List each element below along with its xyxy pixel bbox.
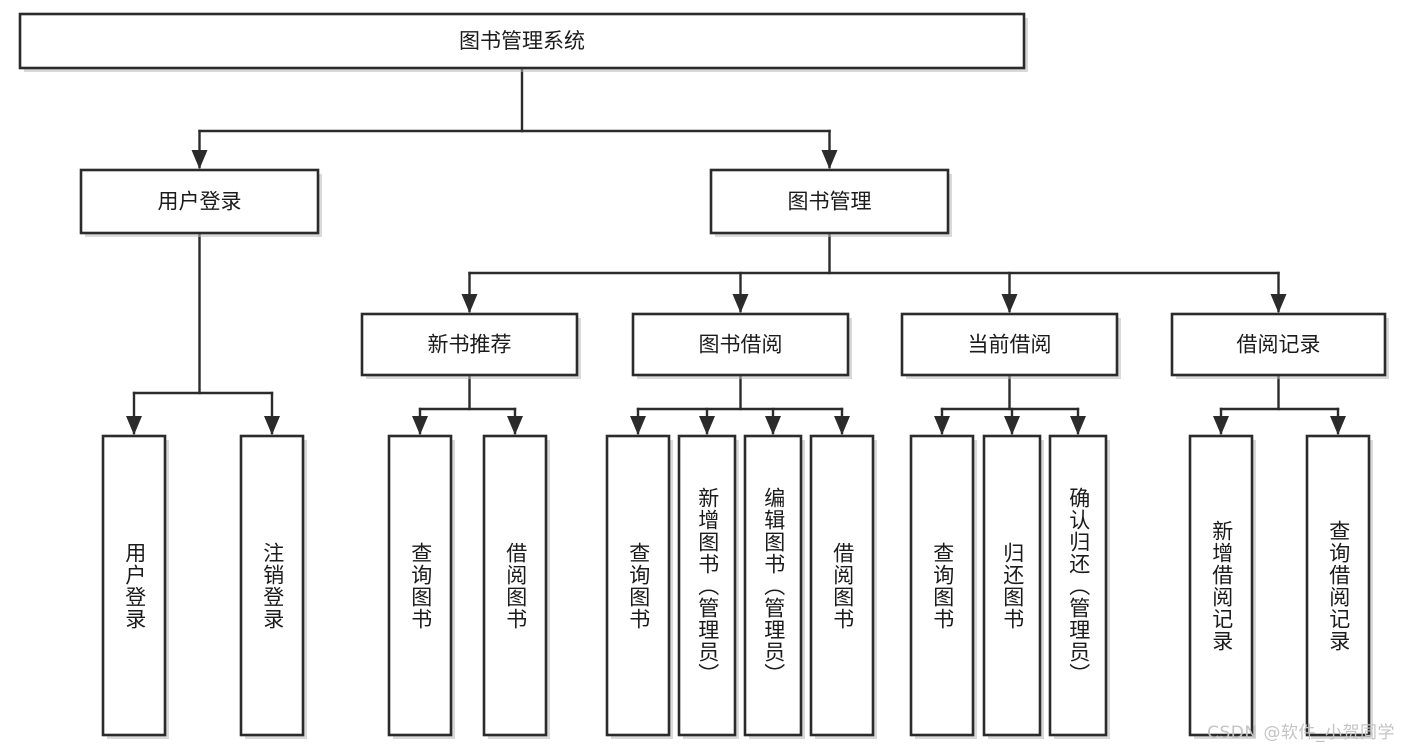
arrow-head-icon xyxy=(1270,294,1287,313)
node-box-level3[interactable] xyxy=(360,312,579,377)
arrow-head-icon xyxy=(732,294,749,313)
arrow-head-icon xyxy=(126,416,142,435)
arrow-head-icon xyxy=(1004,416,1020,435)
node-box-leaf[interactable] xyxy=(909,434,975,737)
node-box-leaf[interactable] xyxy=(809,434,875,737)
arrow-head-icon xyxy=(1330,416,1346,435)
arrow-head-icon xyxy=(934,416,950,435)
node-label: 用户登录 xyxy=(158,190,242,214)
arrow-head-icon xyxy=(461,294,478,313)
node-label: 当前借阅 xyxy=(968,333,1052,357)
node-label: 图书管理系统 xyxy=(459,29,585,53)
node-box-level3[interactable] xyxy=(900,312,1119,377)
node-label: 图书借阅 xyxy=(699,333,783,357)
node-box-leaf[interactable] xyxy=(1188,434,1254,737)
node-box-root[interactable] xyxy=(18,12,1026,70)
arrow-head-icon xyxy=(1001,294,1018,313)
node-box-level3[interactable] xyxy=(1170,312,1387,377)
node-box-leaf[interactable] xyxy=(605,434,671,737)
node-box-leaf[interactable] xyxy=(387,434,453,737)
node-box-leaf[interactable] xyxy=(743,434,803,737)
node-label: 新书推荐 xyxy=(428,333,512,357)
connectors-layer xyxy=(126,66,1346,435)
arrow-head-icon xyxy=(699,416,715,435)
arrow-head-icon xyxy=(264,416,280,435)
node-box-level3[interactable] xyxy=(631,312,850,377)
node-box-level2[interactable] xyxy=(79,168,320,235)
node-box-leaf[interactable] xyxy=(482,434,548,737)
node-boxes-layer xyxy=(18,12,1389,739)
arrow-head-icon xyxy=(630,416,646,435)
node-box-leaf[interactable] xyxy=(239,434,305,737)
node-box-leaf[interactable] xyxy=(101,434,167,737)
node-box-leaf[interactable] xyxy=(1048,434,1108,737)
arrow-head-icon xyxy=(191,150,208,169)
arrow-head-icon xyxy=(821,150,838,169)
arrow-head-icon xyxy=(834,416,850,435)
node-box-leaf[interactable] xyxy=(1305,434,1371,737)
node-label: 借阅记录 xyxy=(1237,333,1321,357)
node-box-leaf[interactable] xyxy=(982,434,1042,737)
arrow-head-icon xyxy=(507,416,523,435)
arrow-head-icon xyxy=(1070,416,1086,435)
watermark-text: CSDN @软件_小贺同学 xyxy=(1207,723,1395,743)
node-box-leaf[interactable] xyxy=(677,434,737,737)
arrow-head-icon xyxy=(1213,416,1229,435)
arrow-head-icon xyxy=(765,416,781,435)
node-label: 图书管理 xyxy=(788,190,872,214)
arrow-head-icon xyxy=(412,416,428,435)
node-box-level2[interactable] xyxy=(709,168,950,235)
